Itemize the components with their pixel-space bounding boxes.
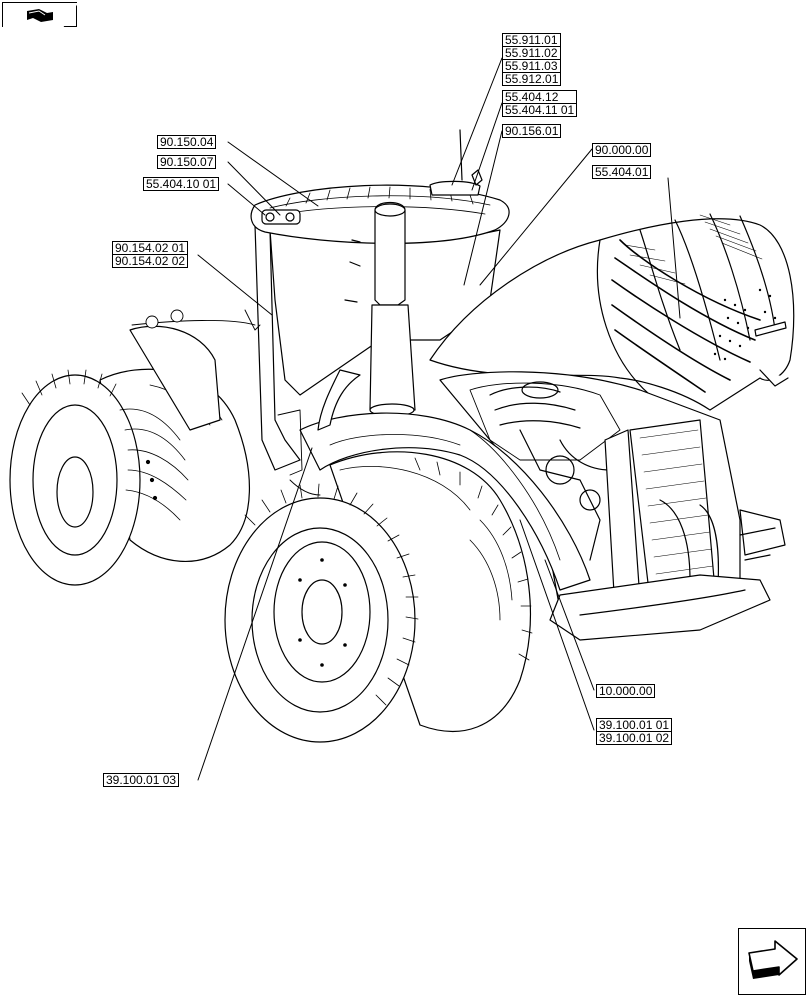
- book-icon-glyph: [3, 3, 78, 28]
- callout-55-911-02[interactable]: 55.911.02: [503, 46, 561, 59]
- front-dual-wheels: [224, 451, 533, 743]
- callout-39-100-01-02[interactable]: 39.100.01 02: [597, 731, 672, 745]
- next-page-arrow-icon[interactable]: [738, 928, 806, 995]
- next-page-arrow-glyph: [748, 940, 798, 979]
- front-fender: [299, 369, 591, 591]
- callout-39-100-01-01[interactable]: 39.100.01 01: [599, 718, 670, 732]
- callout-55-404-12[interactable]: 55.404.12: [505, 90, 559, 104]
- callout-39-100-01-03[interactable]: 39.100.01 03: [103, 773, 180, 787]
- callout-55-404-01[interactable]: 55.404.01: [592, 165, 652, 179]
- callout-55-911-03[interactable]: 55.911.03: [503, 59, 561, 72]
- callout-55-912-01[interactable]: 55.912.01: [503, 72, 561, 86]
- callout-group-55-911: 55.911.01 55.911.02 55.911.03 55.912.01: [502, 33, 562, 86]
- callout-90-150-07[interactable]: 90.150.07: [157, 155, 217, 169]
- callout-90-154-02-02[interactable]: 90.154.02 02: [113, 254, 188, 268]
- callout-90-154-02-01[interactable]: 90.154.02 01: [115, 241, 186, 255]
- callout-group-39-100-01: 39.100.01 01 39.100.01 02: [596, 718, 673, 745]
- leader-lines: [197, 57, 681, 781]
- callout-55-404-11-01[interactable]: 55.404.11 01: [503, 103, 577, 117]
- callout-55-404-10-01[interactable]: 55.404.10 01: [143, 177, 220, 191]
- hood: [429, 213, 795, 411]
- callout-group-90-154-02: 90.154.02 01 90.154.02 02: [112, 241, 189, 268]
- book-icon[interactable]: [2, 2, 78, 28]
- callout-55-911-01[interactable]: 55.911.01: [505, 33, 558, 47]
- callout-90-150-04[interactable]: 90.150.04: [157, 135, 217, 149]
- callout-group-55-404-11: 55.404.12 55.404.11 01: [502, 90, 578, 117]
- cab-wiring: [131, 309, 321, 496]
- callout-90-000-00[interactable]: 90.000.00: [592, 143, 652, 157]
- callout-90-156-01[interactable]: 90.156.01: [502, 124, 562, 138]
- callout-10-000-00[interactable]: 10.000.00: [596, 684, 656, 698]
